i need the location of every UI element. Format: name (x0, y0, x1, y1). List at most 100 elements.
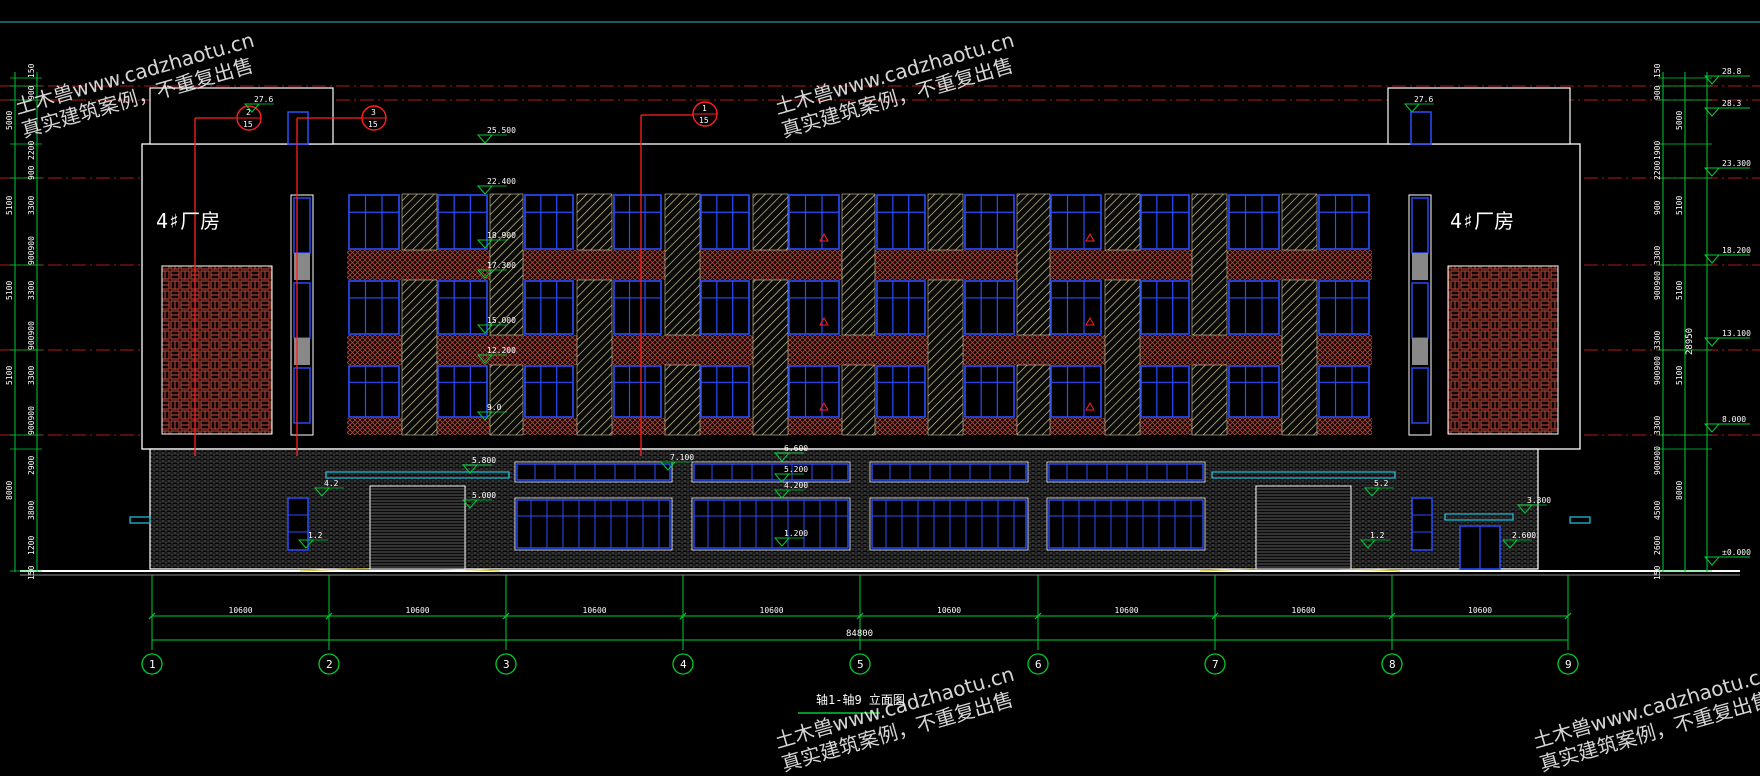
strip-window-pane (1048, 463, 1204, 481)
elevation-value: 12.200 (487, 346, 516, 355)
grid-axis-label: 8 (1389, 658, 1396, 671)
window-frame (348, 280, 400, 335)
grid-axis-bubble (1204, 653, 1226, 675)
window (1228, 280, 1280, 335)
elevation-value: 1.2 (1370, 531, 1385, 540)
brick-band (347, 335, 1372, 365)
ground-window-pane (516, 499, 671, 549)
strip-window-pane (871, 463, 1027, 481)
hatched-pilaster (927, 193, 964, 251)
ground-window-frame (869, 497, 1029, 551)
ground-window (869, 497, 1029, 551)
side-window (287, 497, 309, 551)
dimension-tick (325, 612, 333, 620)
span-dimension-text: 10600 (1115, 606, 1139, 615)
hatched-pilaster (401, 193, 438, 251)
window-frame (1140, 365, 1190, 418)
hatched-pilaster (1016, 364, 1051, 436)
level-value: 28.8 (1722, 67, 1741, 76)
section-callout (692, 101, 718, 127)
elevation-value: 17.300 (487, 261, 516, 270)
section-leader (195, 114, 694, 119)
window (788, 365, 840, 418)
roller-door (369, 485, 466, 570)
span-dimension-text: 10600 (760, 606, 784, 615)
marker-triangle (819, 232, 829, 242)
dimension-tick (1564, 612, 1572, 620)
elevation-value: 4.2 (324, 479, 339, 488)
canopy-stub (129, 516, 151, 524)
level-dimension-text: 150 (1653, 565, 1662, 580)
window (964, 365, 1015, 418)
level-dimension-text: 900900 (27, 321, 36, 350)
window-frame (437, 365, 488, 418)
building-geometry (0, 21, 1760, 675)
window (700, 365, 750, 418)
level-dimension-text: 5100 (1675, 281, 1684, 300)
elevation-value: 15.000 (487, 316, 516, 325)
window (876, 365, 926, 418)
window-frame (613, 194, 662, 250)
window-frame (1318, 365, 1370, 418)
dimension-tick (1388, 612, 1396, 620)
hatched-pilaster (752, 279, 789, 436)
window (613, 194, 662, 250)
stair-window-infill (294, 253, 310, 280)
window (788, 280, 840, 335)
roof-box (1387, 87, 1571, 145)
window-frame (964, 194, 1015, 250)
window-frame (788, 194, 840, 250)
strip-window (1046, 461, 1206, 483)
level-dimension-text: 150 (27, 565, 36, 580)
window (524, 194, 574, 250)
level-dimension-text: 900 (1653, 85, 1662, 100)
window (788, 194, 840, 250)
window (700, 280, 750, 335)
level-value: 23.300 (1722, 159, 1751, 168)
level-dimension-text: 8000 (5, 481, 14, 500)
hatched-pilaster (576, 279, 613, 436)
roof-window (1410, 111, 1432, 145)
section-callout-sheet: 15 (368, 120, 378, 129)
grid-axis-label: 1 (149, 658, 156, 671)
strip-window-pane (516, 463, 671, 481)
grid-axis-circle (141, 653, 163, 675)
strip-window (514, 461, 673, 483)
stair-window (1408, 194, 1432, 436)
elevation-value: 18.900 (487, 231, 516, 240)
grid-axis-label: 7 (1212, 658, 1219, 671)
building-label-left: 4♯厂房 (156, 209, 220, 233)
ground-window-frame (691, 497, 851, 551)
level-dimension-text: 5100 (5, 366, 14, 385)
elevation-value: 5.800 (472, 456, 496, 465)
grid-axis-bubble (672, 653, 694, 675)
section-callout-number: 1 (702, 104, 707, 113)
drawing-caption: 轴1-轴9 立面图 (816, 692, 905, 707)
level-dimension-text: 5100 (5, 281, 14, 300)
level-dimension-text: 150 (27, 63, 36, 78)
window-frame (700, 194, 750, 250)
level-dimension-text: 3300 (27, 281, 36, 300)
span-dimension-text: 10600 (1468, 606, 1492, 615)
grid-axis-label: 2 (326, 658, 333, 671)
stair-window-infill (1412, 338, 1428, 365)
marker-triangle (819, 401, 829, 411)
level-dimension-text: 5100 (1675, 196, 1684, 215)
elevation-value: 9.0 (487, 403, 502, 412)
window (348, 365, 400, 418)
window (1318, 280, 1370, 335)
grid-axis-circle (849, 653, 871, 675)
span-dimension-text: 10600 (583, 606, 607, 615)
window-frame (1228, 194, 1280, 250)
strip-window-frame (514, 461, 673, 483)
window-frame (1140, 194, 1190, 250)
window-frame (1228, 365, 1280, 418)
window-frame (876, 194, 926, 250)
level-dimension-text: 5100 (5, 196, 14, 215)
hatched-pilaster (1016, 193, 1051, 336)
span-dimension-text: 10600 (229, 606, 253, 615)
level-dimension-text: 2200 (1653, 161, 1662, 180)
strip-window-frame (691, 461, 851, 483)
annotation-layer: 2153151151106002106003106004106005106006… (5, 63, 1751, 671)
window (437, 194, 488, 250)
